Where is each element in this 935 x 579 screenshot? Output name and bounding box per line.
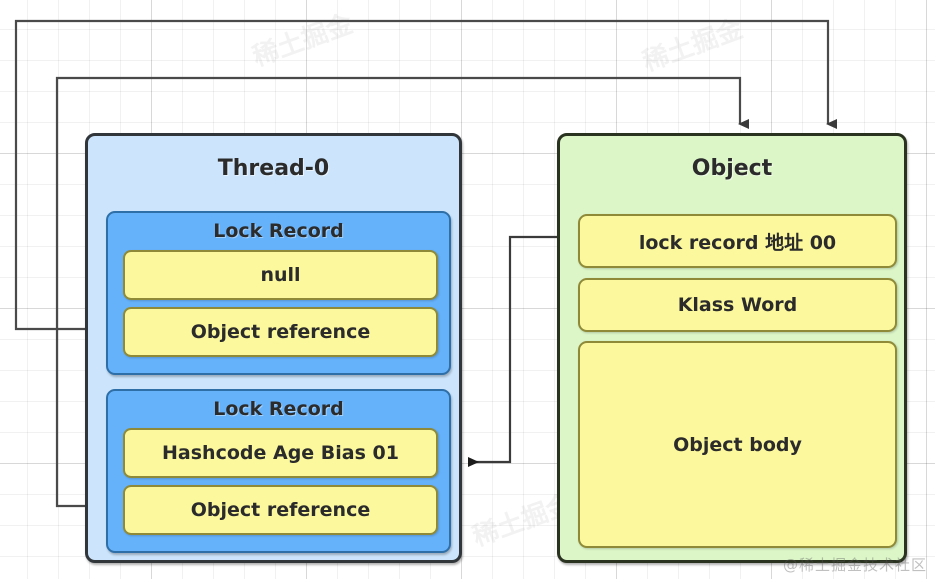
- lock-record-2-title: Lock Record: [213, 398, 344, 420]
- lock-record-1-slot-mark-word[interactable]: null: [123, 250, 438, 300]
- lock-record-1-title: Lock Record: [213, 220, 344, 242]
- lock-record-2-slot-mark-word[interactable]: Hashcode Age Bias 01: [123, 428, 438, 478]
- lock-record-2[interactable]: Lock Record Hashcode Age Bias 01 Object …: [106, 389, 451, 553]
- object-row-object-body[interactable]: Object body: [578, 341, 897, 548]
- thread-box[interactable]: Thread-0 Lock Record null Object referen…: [85, 133, 462, 563]
- lock-record-1-slot-object-reference[interactable]: Object reference: [123, 307, 438, 357]
- lock-record-2-slot-object-reference[interactable]: Object reference: [123, 485, 438, 535]
- object-box[interactable]: Object lock record 地址 00 Klass Word Obje…: [557, 133, 907, 563]
- thread-title: Thread-0: [217, 156, 330, 181]
- brand-watermark: @稀土掘金技术社区: [782, 556, 927, 574]
- object-row-klass-word[interactable]: Klass Word: [578, 278, 897, 332]
- lock-record-1[interactable]: Lock Record null Object reference: [106, 211, 451, 375]
- object-title: Object: [691, 156, 773, 181]
- object-row-mark-word[interactable]: lock record 地址 00: [578, 214, 897, 268]
